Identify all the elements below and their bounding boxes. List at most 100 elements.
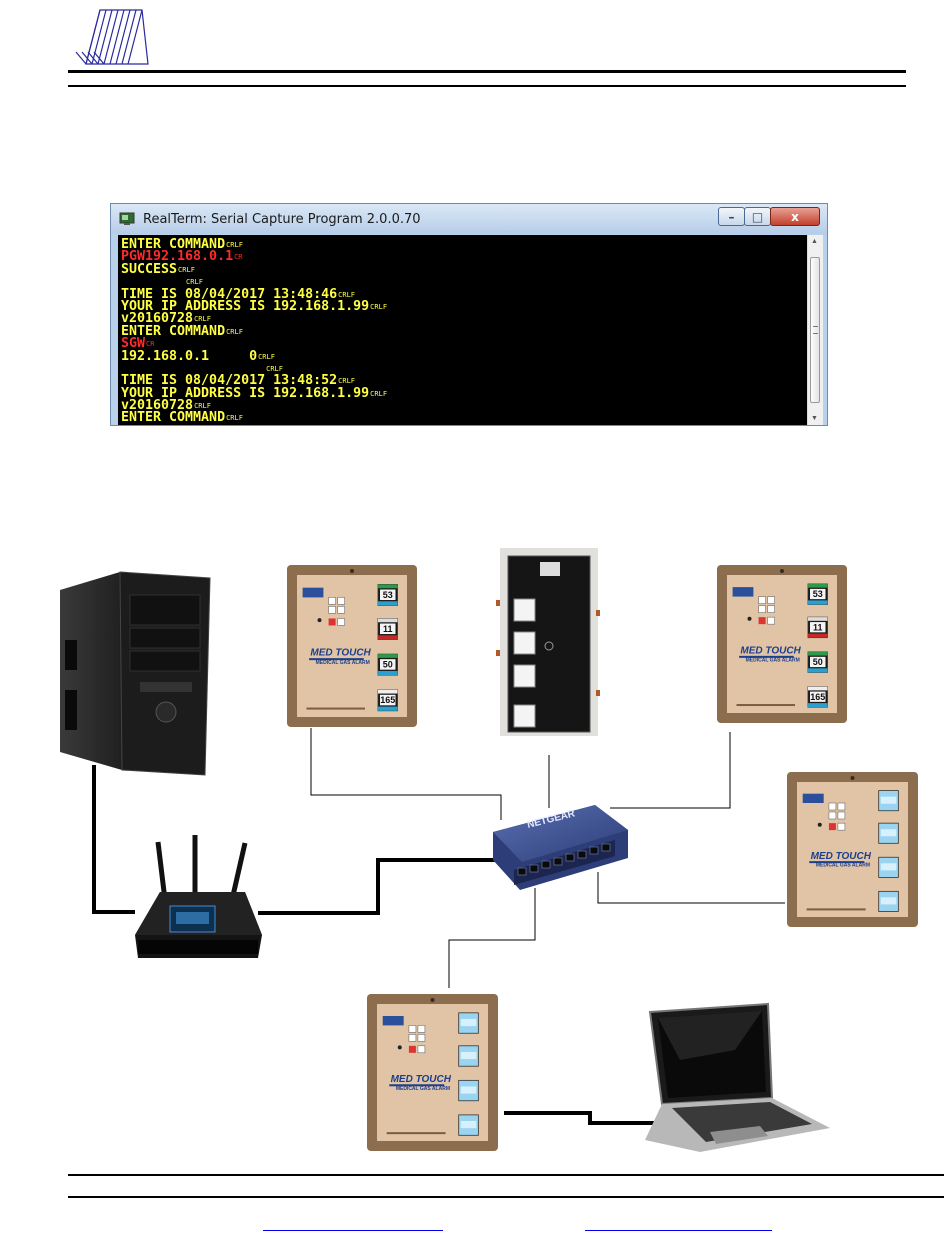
mount-hole	[850, 776, 855, 780]
gauge-display	[460, 1121, 477, 1129]
test-button	[417, 1045, 426, 1054]
mount-hole	[430, 998, 435, 1002]
keypad-button	[767, 605, 775, 613]
gauge-header	[808, 651, 828, 656]
terminal-line: SGWCR	[121, 336, 807, 352]
vendor-badge	[302, 587, 324, 598]
gauge-header	[378, 584, 398, 589]
keypad-button	[417, 1034, 426, 1042]
silence-button	[408, 1045, 416, 1053]
vertical-scrollbar[interactable]: ▲ ▼	[807, 235, 823, 425]
access-point-panel	[496, 548, 600, 736]
control-char-marker: CRLF	[194, 402, 211, 411]
keypad-button	[837, 811, 846, 820]
footer-link-underline[interactable]	[585, 1230, 772, 1231]
gauge-reading: 165	[810, 692, 825, 702]
minimize-button[interactable]: –	[718, 207, 745, 226]
silence-button	[758, 617, 766, 625]
gauge-display	[380, 589, 396, 601]
gauge-header	[378, 654, 398, 658]
gauge-display	[880, 796, 897, 804]
test-button	[837, 822, 846, 831]
control-char-marker: CRLF	[226, 327, 243, 336]
control-char-marker: CRLF	[186, 278, 203, 287]
brand-underline	[739, 655, 794, 658]
minimize-icon: –	[728, 209, 735, 224]
terminal-line-text: TIME IS 08/04/2017 13:48:52	[121, 373, 338, 389]
terminal-cursor: _	[121, 423, 807, 425]
gauge-reading: 50	[813, 657, 823, 667]
scroll-down-icon[interactable]: ▼	[811, 415, 818, 422]
company-logo	[75, 9, 149, 65]
control-char-marker: CRLF	[178, 265, 195, 274]
panel-footer-text	[806, 908, 866, 911]
footer-rule-thin	[68, 1196, 944, 1198]
keypad-button	[337, 606, 345, 614]
terminal-line: CRLF	[121, 276, 807, 288]
header-rule-thin	[68, 85, 906, 87]
status-led	[317, 618, 322, 623]
control-char-marker: CR	[146, 340, 155, 349]
gauge-display	[810, 691, 826, 702]
terminal-line-text: SGW	[121, 336, 146, 352]
gauge-header	[808, 617, 828, 621]
gauge-display	[880, 863, 897, 871]
gauge-header	[378, 618, 398, 623]
cable-router-switch	[258, 858, 500, 915]
scroll-up-icon[interactable]: ▲	[811, 238, 818, 245]
silence-button	[328, 618, 336, 626]
keypad-button	[758, 605, 766, 613]
gauge-display	[380, 659, 396, 670]
close-button[interactable]: x	[770, 207, 820, 226]
gauge-reading: 53	[383, 590, 393, 600]
mount-hole	[350, 569, 354, 573]
terminal-line: 192.168.0.1 0CRLF	[121, 348, 807, 364]
panel-subtitle: MEDICAL GAS ALARM	[316, 660, 370, 666]
status-led	[397, 1045, 402, 1050]
terminal-line: v20160728CRLF	[121, 399, 807, 412]
footer-link-underline[interactable]	[263, 1230, 443, 1231]
maximize-button[interactable]: □	[744, 207, 771, 226]
terminal-line-text: 192.168.0.1 0	[121, 348, 258, 364]
gauge-reading: 11	[813, 622, 823, 632]
panel-subtitle: MEDICAL GAS ALARM	[816, 863, 870, 869]
terminal-line: ENTER COMMANDCRLF	[121, 238, 807, 251]
wireless-router	[135, 835, 262, 958]
window-title: RealTerm: Serial Capture Program 2.0.0.7…	[143, 212, 421, 227]
panel-brand-label: MED TOUCH	[310, 648, 371, 659]
cable-panel3-switch	[597, 872, 785, 904]
keypad-button	[408, 1025, 417, 1033]
cable-panel2-switch	[610, 732, 731, 809]
panel-subtitle: MEDICAL GAS ALARM	[746, 657, 800, 663]
laptop-computer	[645, 1002, 830, 1152]
keypad-button	[828, 811, 837, 820]
gauge-display	[460, 1018, 477, 1027]
control-char-marker: CRLF	[258, 352, 275, 361]
control-char-marker: CRLF	[370, 302, 388, 311]
control-char-marker: CRLF	[226, 414, 243, 423]
panel-footer-text	[386, 1132, 446, 1135]
gauge-footer	[378, 601, 398, 606]
control-char-marker: CRLF	[338, 377, 356, 386]
maximize-icon: □	[751, 209, 764, 224]
gauge-reading: 53	[813, 589, 823, 599]
panel-footer-text	[306, 707, 365, 710]
brand-underline	[809, 861, 865, 864]
mount-hole	[780, 569, 784, 573]
keypad-button	[828, 802, 837, 811]
control-char-marker: CR	[234, 253, 243, 262]
scroll-thumb[interactable]	[810, 257, 820, 403]
window-titlebar[interactable]: RealTerm: Serial Capture Program 2.0.0.7…	[111, 204, 827, 234]
gauge-footer	[378, 635, 398, 640]
terminal-line-text: ENTER COMMAND	[121, 410, 226, 426]
terminal-line: v20160728CRLF	[121, 312, 807, 325]
test-button	[767, 616, 775, 625]
terminal-line-text: YOUR IP ADDRESS IS 192.168.1.99	[121, 298, 370, 314]
gauge-display	[460, 1086, 477, 1094]
